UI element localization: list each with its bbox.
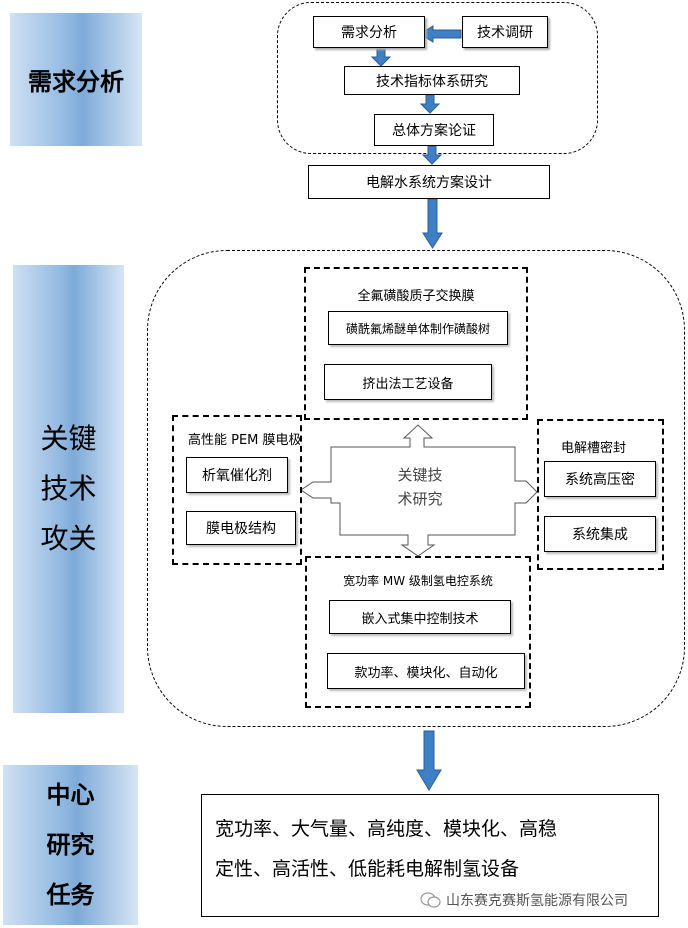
arrow-keytech-to-result <box>416 730 442 791</box>
seal-group: 电解槽密封 系统高压密 系统集成 <box>537 419 664 570</box>
arrow-demand-to-indicator <box>370 47 392 67</box>
tech-research-box: 技术调研 <box>462 16 548 48</box>
side-label-center-task: 中心 研究 任务 <box>3 765 138 925</box>
system-design-box: 电解水系统方案设计 <box>308 165 550 199</box>
arrow-overall-to-design <box>421 145 443 165</box>
electrode-structure-label: 膜电极结构 <box>206 521 276 537</box>
membrane-group-title: 全氟磺酸质子交换膜 <box>357 289 475 304</box>
control-group: 宽功率 MW 级制氢电控系统 嵌入式集中控制技术 款功率、模块化、自动化 <box>305 556 531 708</box>
electrode-group-title: 高性能 PEM 膜电极 <box>188 433 302 448</box>
control-group-title: 宽功率 MW 级制氢电控系统 <box>343 574 493 588</box>
modular-automation-label: 款功率、模块化、自动化 <box>354 665 498 681</box>
extrusion-equipment-box: 挤出法工艺设备 <box>324 364 492 400</box>
watermark-text: 山东赛克赛斯氢能源有限公司 <box>446 893 628 909</box>
center-node-line: 术研究 <box>397 490 443 508</box>
indicator-system-box: 技术指标体系研究 <box>344 66 520 95</box>
system-design-label: 电解水系统方案设计 <box>366 175 492 191</box>
side-label-line: 技术 <box>40 472 97 505</box>
arrow-research-to-demand <box>419 25 462 43</box>
high-pressure-box: 系统高压密 <box>544 461 656 497</box>
demand-analysis-label: 需求分析 <box>341 25 397 41</box>
center-node-line: 关键技 <box>397 466 443 484</box>
result-box: 宽功率、大气量、高纯度、模块化、高稳 定性、高活性、低能耗电解制氢设备 <box>201 794 659 917</box>
side-label-line: 攻关 <box>40 522 97 555</box>
side-label-key-tech: 关键 技术 攻关 <box>13 265 124 713</box>
oxygen-catalyst-label: 析氧催化剂 <box>202 468 272 484</box>
side-label-demand-analysis: 需求分析 <box>10 13 142 146</box>
arrow-design-to-keytech <box>422 198 443 249</box>
arrow-indicator-to-overall <box>419 94 441 114</box>
side-label-line: 中心 <box>46 781 95 809</box>
side-label-line: 任务 <box>46 881 95 909</box>
seal-group-title: 电解槽密封 <box>561 441 627 456</box>
sulfonyl-resin-label: 磺酰氟烯醚单体制作磺酸树 <box>345 321 490 336</box>
tech-research-label: 技术调研 <box>477 25 533 41</box>
sulfonyl-resin-box: 磺酰氟烯醚单体制作磺酸树 <box>328 311 508 345</box>
extrusion-equipment-label: 挤出法工艺设备 <box>362 376 454 392</box>
side-label-text: 需求分析 <box>28 68 124 96</box>
side-label-line: 关键 <box>40 422 97 455</box>
embedded-control-label: 嵌入式集中控制技术 <box>361 611 479 627</box>
electrode-structure-box: 膜电极结构 <box>186 511 296 545</box>
system-integration-label: 系统集成 <box>572 527 628 543</box>
indicator-system-label: 技术指标体系研究 <box>376 73 488 90</box>
overall-plan-box: 总体方案论证 <box>374 114 494 146</box>
electrode-group: 高性能 PEM 膜电极 析氧催化剂 膜电极结构 <box>172 415 302 565</box>
embedded-control-box: 嵌入式集中控制技术 <box>329 600 511 634</box>
high-pressure-label: 系统高压密 <box>565 472 635 488</box>
wechat-icon <box>420 892 441 908</box>
demand-analysis-box: 需求分析 <box>313 16 425 48</box>
oxygen-catalyst-box: 析氧催化剂 <box>186 457 288 493</box>
membrane-group: 全氟磺酸质子交换膜 磺酰氟烯醚单体制作磺酸树 挤出法工艺设备 <box>304 267 528 420</box>
system-integration-box: 系统集成 <box>544 516 656 552</box>
key-tech-container <box>147 250 685 727</box>
result-line: 宽功率、大气量、高纯度、模块化、高稳 <box>215 818 558 840</box>
watermark: 山东赛克赛斯氢能源有限公司 <box>420 889 682 911</box>
analysis-container <box>277 2 598 154</box>
side-label-line: 研究 <box>46 831 95 859</box>
result-line: 定性、高活性、低能耗电解制氢设备 <box>215 858 520 880</box>
center-node-label: 关键技 术研究 <box>370 463 470 511</box>
overall-plan-label: 总体方案论证 <box>392 123 476 139</box>
modular-automation-box: 款功率、模块化、自动化 <box>327 653 525 689</box>
